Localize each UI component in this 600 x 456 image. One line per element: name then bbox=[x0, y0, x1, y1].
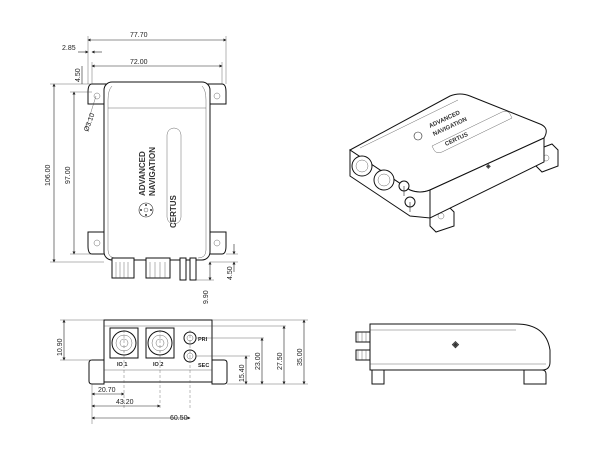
brand-line2: NAVIGATION bbox=[148, 147, 157, 196]
dim-overall-height: 106.00 bbox=[45, 164, 52, 186]
iso-diamond-icon: ◈ bbox=[485, 163, 491, 170]
iso-logo-icon bbox=[413, 131, 423, 141]
side-enclosure bbox=[369, 323, 551, 371]
dim-bottom-offset: 4.50 bbox=[227, 266, 234, 280]
iso-side-face bbox=[429, 137, 545, 219]
dim-d1: 20.70 bbox=[98, 387, 116, 394]
logo-icon bbox=[138, 202, 154, 218]
side-view: ◈ bbox=[355, 323, 551, 385]
dim-h2: 23.00 bbox=[255, 352, 262, 370]
mount-tab-bottom-right bbox=[207, 231, 227, 255]
dim-d2: 43.20 bbox=[116, 399, 134, 406]
pri-label: PRI bbox=[198, 337, 208, 343]
bottom-connectors bbox=[111, 257, 197, 281]
side-diamond-icon: ◈ bbox=[451, 339, 460, 349]
isometric-view: CERTUS ADVANCED NAVIGATION ◈ bbox=[349, 93, 559, 233]
dim-height-left: 10.90 bbox=[57, 338, 64, 356]
io2-label: IO 2 bbox=[153, 362, 163, 368]
mount-tab-top-left bbox=[87, 83, 107, 105]
dim-hole-diameter: Ø3.10 bbox=[83, 112, 96, 132]
io1-label: IO 1 bbox=[117, 362, 127, 368]
top-view: CERTUS ADVANCED NAVIGATION bbox=[45, 32, 238, 304]
dim-connector-depth: 9.90 bbox=[203, 290, 210, 304]
dim-h3: 27.50 bbox=[277, 352, 284, 370]
dim-body-width: 72.00 bbox=[130, 59, 148, 66]
product-name: CERTUS bbox=[169, 194, 178, 228]
dim-offset-top: 4.50 bbox=[75, 68, 82, 82]
mount-tab-top-right bbox=[207, 83, 227, 105]
product-label-strip bbox=[166, 127, 182, 225]
front-view: IO 1 IO 2 PRI SEC 20.70 43.20 60.50 10.9… bbox=[57, 319, 308, 424]
mount-tab-bottom-left bbox=[87, 231, 107, 255]
iso-connectors bbox=[351, 155, 416, 212]
brand-line1: ADVANCED bbox=[138, 151, 147, 196]
sec-label: SEC bbox=[198, 363, 209, 369]
dim-h4: 35.00 bbox=[297, 348, 304, 366]
dim-offset-left: 2.85 bbox=[62, 45, 76, 52]
enclosure-body bbox=[103, 81, 211, 261]
dim-overall-width: 77.70 bbox=[130, 32, 148, 39]
dim-d3: 60.50 bbox=[170, 415, 188, 422]
dim-h1: 15.40 bbox=[239, 364, 246, 382]
dim-body-height: 97.00 bbox=[65, 166, 72, 184]
